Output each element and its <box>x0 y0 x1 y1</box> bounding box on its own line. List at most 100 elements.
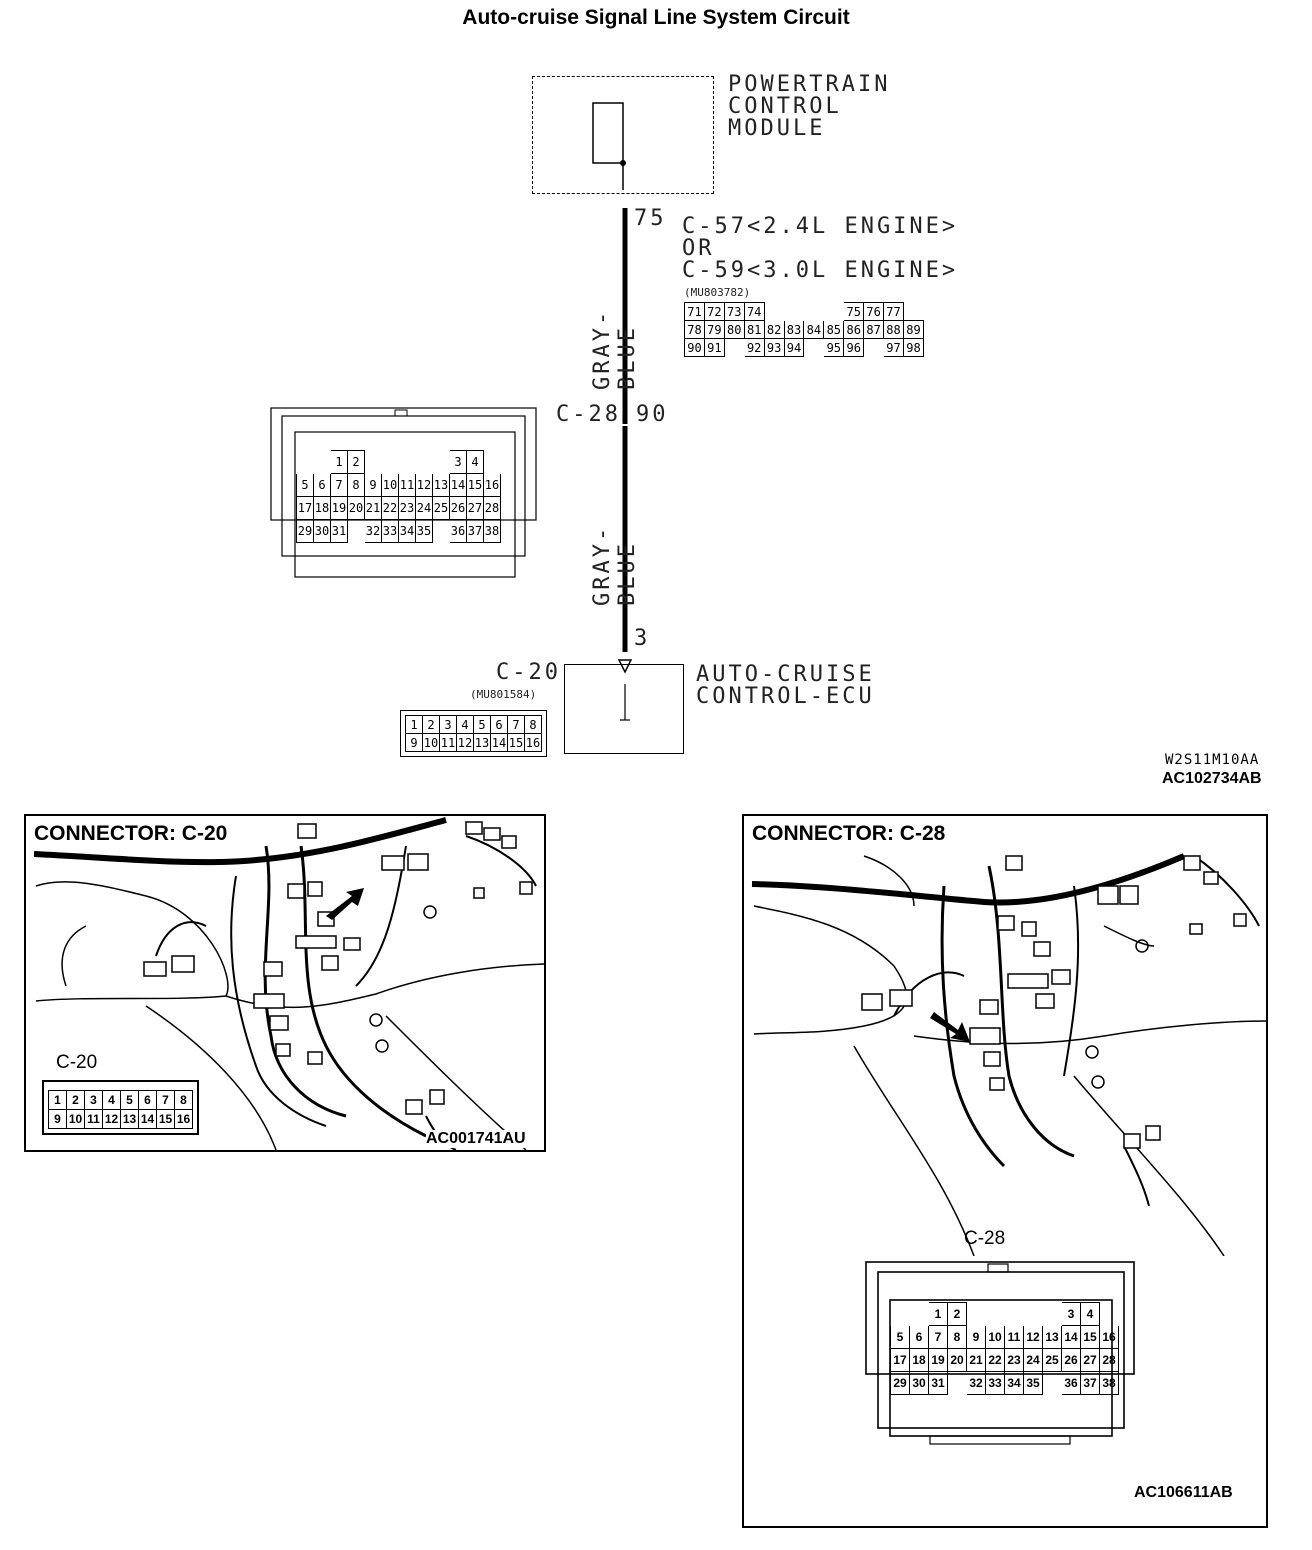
pin-cell: 95 <box>823 338 845 357</box>
pin-cell: 10 <box>422 733 440 752</box>
pin-cell: 93 <box>763 338 785 357</box>
c28-panel-connector-label: C-28 <box>964 1228 1006 1249</box>
c20-harness-illustration <box>33 817 544 1150</box>
pin-cell: 3 <box>1061 1302 1081 1326</box>
pin-cell: 13 <box>120 1109 139 1129</box>
pin-cell: 92 <box>743 338 765 357</box>
c20-panel-title: CONNECTOR: C-20 <box>32 822 230 846</box>
pin-cell: 6 <box>490 715 508 734</box>
pin-cell: 25 <box>432 496 450 520</box>
pin-cell: 81 <box>743 320 765 339</box>
c28-harness-illustration <box>751 853 1266 1256</box>
signal-wire <box>617 208 633 674</box>
pin-cell: 20 <box>947 1348 967 1372</box>
pin-cell: 34 <box>398 519 416 543</box>
pin-cell: 29 <box>890 1371 910 1395</box>
pin-cell: 30 <box>909 1371 929 1395</box>
pin-cell: 21 <box>966 1348 986 1372</box>
pin-cell: 19 <box>928 1348 948 1372</box>
pin-cell: 12 <box>456 733 474 752</box>
pin-cell: 1 <box>330 450 348 474</box>
pin-cell: 20 <box>347 496 365 520</box>
pin-cell <box>784 303 804 321</box>
pin-cell: 11 <box>398 473 416 497</box>
ref-code-2: AC102734AB <box>1162 770 1262 787</box>
pin-cell: 11 <box>1004 1325 1024 1349</box>
pin-cell: 84 <box>803 320 825 339</box>
pin-cell: 90 <box>684 338 705 357</box>
pin-cell: 18 <box>313 496 331 520</box>
c20-panel-code: AC001741AU <box>426 1130 526 1148</box>
pin-cell: 28 <box>483 496 501 520</box>
wire-color-upper: GRAY-BLUE <box>590 308 640 390</box>
pin-cell: 27 <box>1080 1348 1100 1372</box>
pin-cell: 12 <box>102 1109 121 1129</box>
pin-cell: 38 <box>1099 1371 1119 1395</box>
ecu-label: AUTO-CRUISE CONTROL-ECU <box>696 662 875 709</box>
pin-cell: 17 <box>296 496 314 520</box>
pin-cell: 14 <box>138 1109 157 1129</box>
pin-cell: 24 <box>1023 1348 1043 1372</box>
pin-cell <box>948 1372 967 1395</box>
pin-cell: 29 <box>296 519 314 543</box>
pin-cell: 9 <box>48 1109 67 1129</box>
pin-cell: 16 <box>174 1109 193 1129</box>
pin-cell: 15 <box>507 733 525 752</box>
pin-cell: 10 <box>985 1325 1005 1349</box>
pin-cell: 1 <box>928 1302 948 1326</box>
pin-cell: 2 <box>422 715 440 734</box>
pin-cell: 23 <box>398 496 416 520</box>
pin-cell: 37 <box>466 519 484 543</box>
pin-cell: 91 <box>703 338 725 357</box>
pin-cell: 72 <box>703 302 725 321</box>
pin-cell: 7 <box>330 473 348 497</box>
pin-cell: 5 <box>120 1090 139 1110</box>
pin-cell: 13 <box>473 733 491 752</box>
pin-cell <box>348 520 365 543</box>
pcm-connector-label: C-57<2.4L ENGINE> OR C-59<3.0L ENGINE> <box>682 214 959 283</box>
pin-cell: 8 <box>174 1090 193 1110</box>
pin-cell: 5 <box>296 473 314 497</box>
pcm-label: POWERTRAIN CONTROL MODULE <box>728 72 891 141</box>
junction-pin: 90 <box>636 402 669 427</box>
pin-cell: 31 <box>330 519 348 543</box>
ecu-internal-symbol <box>620 684 630 721</box>
pin-cell <box>891 1303 910 1326</box>
pin-cell: 16 <box>1099 1325 1119 1349</box>
pin-cell <box>433 451 450 474</box>
pin-cell: 5 <box>473 715 491 734</box>
pin-cell: 6 <box>909 1325 929 1349</box>
pin-cell: 78 <box>684 320 705 339</box>
pin-cell: 85 <box>823 320 845 339</box>
wire-color-lower: GRAY-BLUE <box>590 524 640 606</box>
pin-cell: 7 <box>156 1090 175 1110</box>
ecu-box <box>564 664 684 754</box>
pin-cell: 1 <box>405 715 423 734</box>
pin-cell: 15 <box>466 473 484 497</box>
pin-cell: 16 <box>483 473 501 497</box>
pin-cell: 4 <box>466 450 484 474</box>
pin-cell: 11 <box>439 733 457 752</box>
pin-cell <box>724 339 744 357</box>
pin-cell: 3 <box>449 450 467 474</box>
pin-cell <box>433 520 450 543</box>
pin-cell: 79 <box>703 320 725 339</box>
pin-cell: 83 <box>783 320 805 339</box>
pin-cell: 25 <box>1042 1348 1062 1372</box>
pin-cell <box>365 451 382 474</box>
pin-cell <box>986 1303 1005 1326</box>
pin-cell: 28 <box>1099 1348 1119 1372</box>
pin-cell: 2 <box>947 1302 967 1326</box>
pin-cell: 32 <box>966 1371 986 1395</box>
pin-cell: 9 <box>966 1325 986 1349</box>
pin-cell: 3 <box>84 1090 103 1110</box>
pin-cell <box>1024 1303 1043 1326</box>
pin-cell <box>864 339 884 357</box>
pin-cell: 75 <box>843 302 865 321</box>
pin-cell: 10 <box>381 473 399 497</box>
pin-cell: 13 <box>1042 1325 1062 1349</box>
